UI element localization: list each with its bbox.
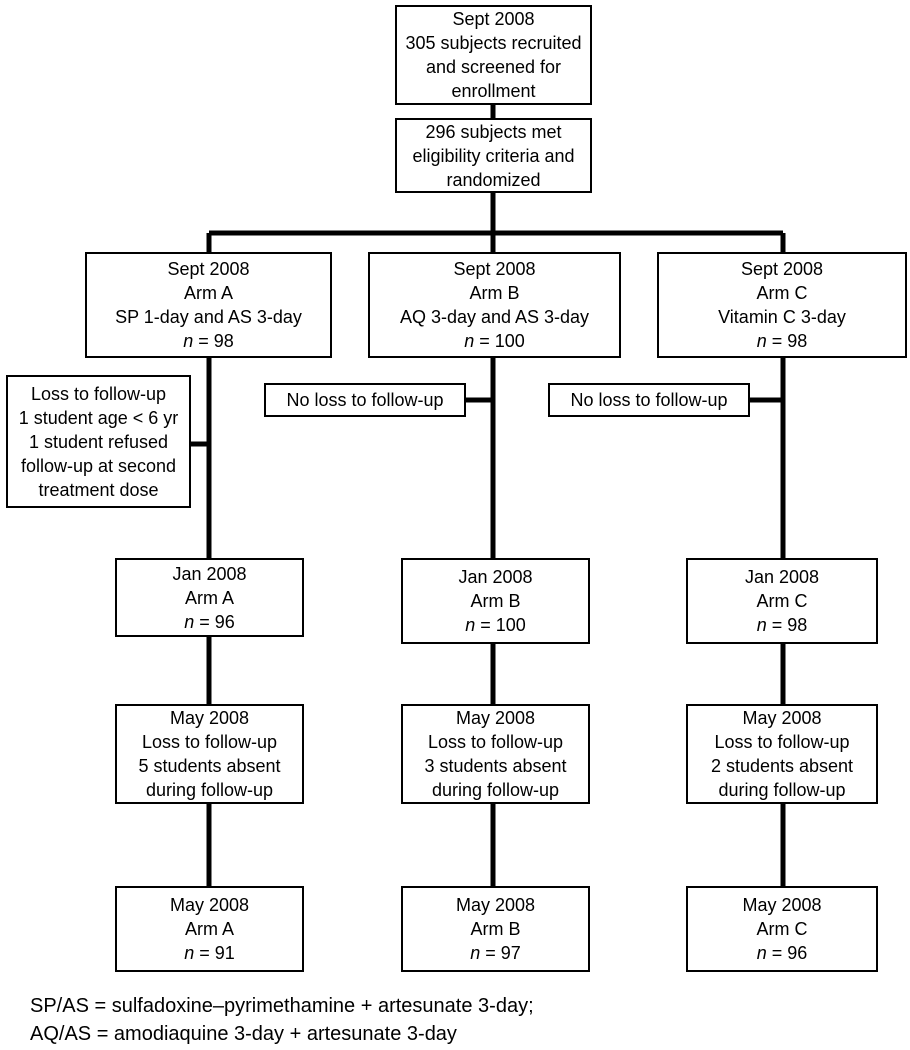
arm-c-may-loss-line: Loss to follow-up <box>714 732 850 752</box>
arm-c-may-loss-line: May 2008 <box>742 708 822 728</box>
arm-b-may-loss-line: 3 students absent <box>424 756 567 776</box>
arm-a-may-loss-line: during follow-up <box>145 780 274 800</box>
arm-a-loss-line: Loss to follow-up <box>30 383 167 404</box>
arm-b-may-loss-line: during follow-up <box>431 780 560 800</box>
arm-b-final-box: May 2008 Arm B n = 97 <box>401 886 590 972</box>
recruitment-line: 305 subjects recruited <box>405 33 582 53</box>
arm-a-loss-line: follow-up at second <box>20 455 177 476</box>
arm-b-start-line: Sept 2008 <box>453 259 536 279</box>
arm-a-may-loss-line: May 2008 <box>169 708 250 728</box>
eligibility-line: eligibility criteria and <box>412 145 575 166</box>
arm-b-may-loss-box: May 2008 Loss to follow-up 3 students ab… <box>401 704 590 804</box>
eligibility-box: 296 subjects met eligibility criteria an… <box>395 118 592 193</box>
arm-c-may-loss-box: May 2008 Loss to follow-up 2 students ab… <box>686 704 878 804</box>
arm-b-jan-line: Arm B <box>470 591 521 611</box>
arm-a-final-box: May 2008 Arm A n = 91 <box>115 886 304 972</box>
arm-a-final-count: n = 91 <box>184 943 235 963</box>
arm-a-jan-box: Jan 2008 Arm A n = 96 <box>115 558 304 637</box>
arm-a-loss-line: 1 student refused <box>28 431 169 452</box>
arm-c-start-box: Sept 2008 Arm C Vitamin C 3-day n = 98 <box>657 252 907 358</box>
arm-b-jan-count: n = 100 <box>465 615 526 635</box>
arm-c-jan-line: Jan 2008 <box>744 567 820 587</box>
arm-b-jan-box: Jan 2008 Arm B n = 100 <box>401 558 590 644</box>
arm-b-loss-box: No loss to follow-up <box>264 383 466 417</box>
footnote: SP/AS = sulfadoxine–pyrimethamine + arte… <box>30 992 534 1048</box>
arm-c-start-line: Vitamin C 3-day <box>718 307 846 327</box>
arm-a-start-box: Sept 2008 Arm A SP 1-day and AS 3-day n … <box>85 252 332 358</box>
recruitment-line: and screened for <box>425 57 562 77</box>
arm-b-final-count: n = 97 <box>470 943 521 963</box>
arm-c-final-line: Arm C <box>756 919 808 939</box>
arm-c-start-count: n = 98 <box>756 331 808 351</box>
arm-c-final-line: May 2008 <box>742 895 822 915</box>
footnote-line: AQ/AS = amodiaquine 3-day + artesunate 3… <box>30 1023 457 1045</box>
arm-b-loss-line: No loss to follow-up <box>286 390 444 410</box>
arm-b-start-line: AQ 3-day and AS 3-day <box>399 307 590 327</box>
arm-a-start-line: Sept 2008 <box>167 259 250 279</box>
arm-b-final-line: Arm B <box>470 919 521 939</box>
arm-a-jan-count: n = 96 <box>184 611 235 632</box>
arm-c-start-line: Sept 2008 <box>740 259 824 279</box>
arm-a-final-line: Arm A <box>184 919 234 939</box>
arm-a-loss-box: Loss to follow-up 1 student age < 6 yr 1… <box>6 375 191 508</box>
arm-a-may-loss-line: 5 students absent <box>138 756 281 776</box>
arm-a-loss-line: 1 student age < 6 yr <box>18 407 179 428</box>
arm-c-final-count: n = 96 <box>756 943 808 963</box>
arm-a-loss-line: treatment dose <box>38 479 159 500</box>
arm-a-jan-line: Arm A <box>184 587 234 608</box>
arm-b-may-loss-line: May 2008 <box>455 708 536 728</box>
arm-c-may-loss-line: 2 students absent <box>710 756 854 776</box>
arm-a-may-loss-line: Loss to follow-up <box>141 732 278 752</box>
recruitment-box: Sept 2008 305 subjects recruited and scr… <box>395 5 592 105</box>
eligibility-line: randomized <box>446 169 541 190</box>
arm-b-may-loss-line: Loss to follow-up <box>427 732 564 752</box>
arm-a-jan-line: Jan 2008 <box>172 563 247 584</box>
arm-b-jan-line: Jan 2008 <box>458 567 533 587</box>
arm-a-may-loss-box: May 2008 Loss to follow-up 5 students ab… <box>115 704 304 804</box>
arm-c-jan-count: n = 98 <box>756 615 808 635</box>
arm-a-start-line: SP 1-day and AS 3-day <box>115 307 302 327</box>
arm-b-start-line: Arm B <box>469 283 520 303</box>
recruitment-line: enrollment <box>451 81 536 101</box>
recruitment-line: Sept 2008 <box>452 9 535 29</box>
arm-a-final-line: May 2008 <box>169 895 250 915</box>
arm-c-jan-line: Arm C <box>756 591 808 611</box>
arm-b-final-line: May 2008 <box>455 895 536 915</box>
arm-c-may-loss-line: during follow-up <box>718 780 846 800</box>
arm-b-start-box: Sept 2008 Arm B AQ 3-day and AS 3-day n … <box>368 252 621 358</box>
footnote-line: SP/AS = sulfadoxine–pyrimethamine + arte… <box>30 995 534 1017</box>
arm-c-start-line: Arm C <box>756 283 808 303</box>
eligibility-line: 296 subjects met <box>425 121 562 142</box>
arm-c-final-box: May 2008 Arm C n = 96 <box>686 886 878 972</box>
arm-c-jan-box: Jan 2008 Arm C n = 98 <box>686 558 878 644</box>
arm-c-loss-line: No loss to follow-up <box>570 390 728 410</box>
arm-a-start-count: n = 98 <box>183 331 234 351</box>
arm-a-start-line: Arm A <box>183 283 233 303</box>
arm-c-loss-box: No loss to follow-up <box>548 383 750 417</box>
arm-b-start-count: n = 100 <box>464 331 525 351</box>
